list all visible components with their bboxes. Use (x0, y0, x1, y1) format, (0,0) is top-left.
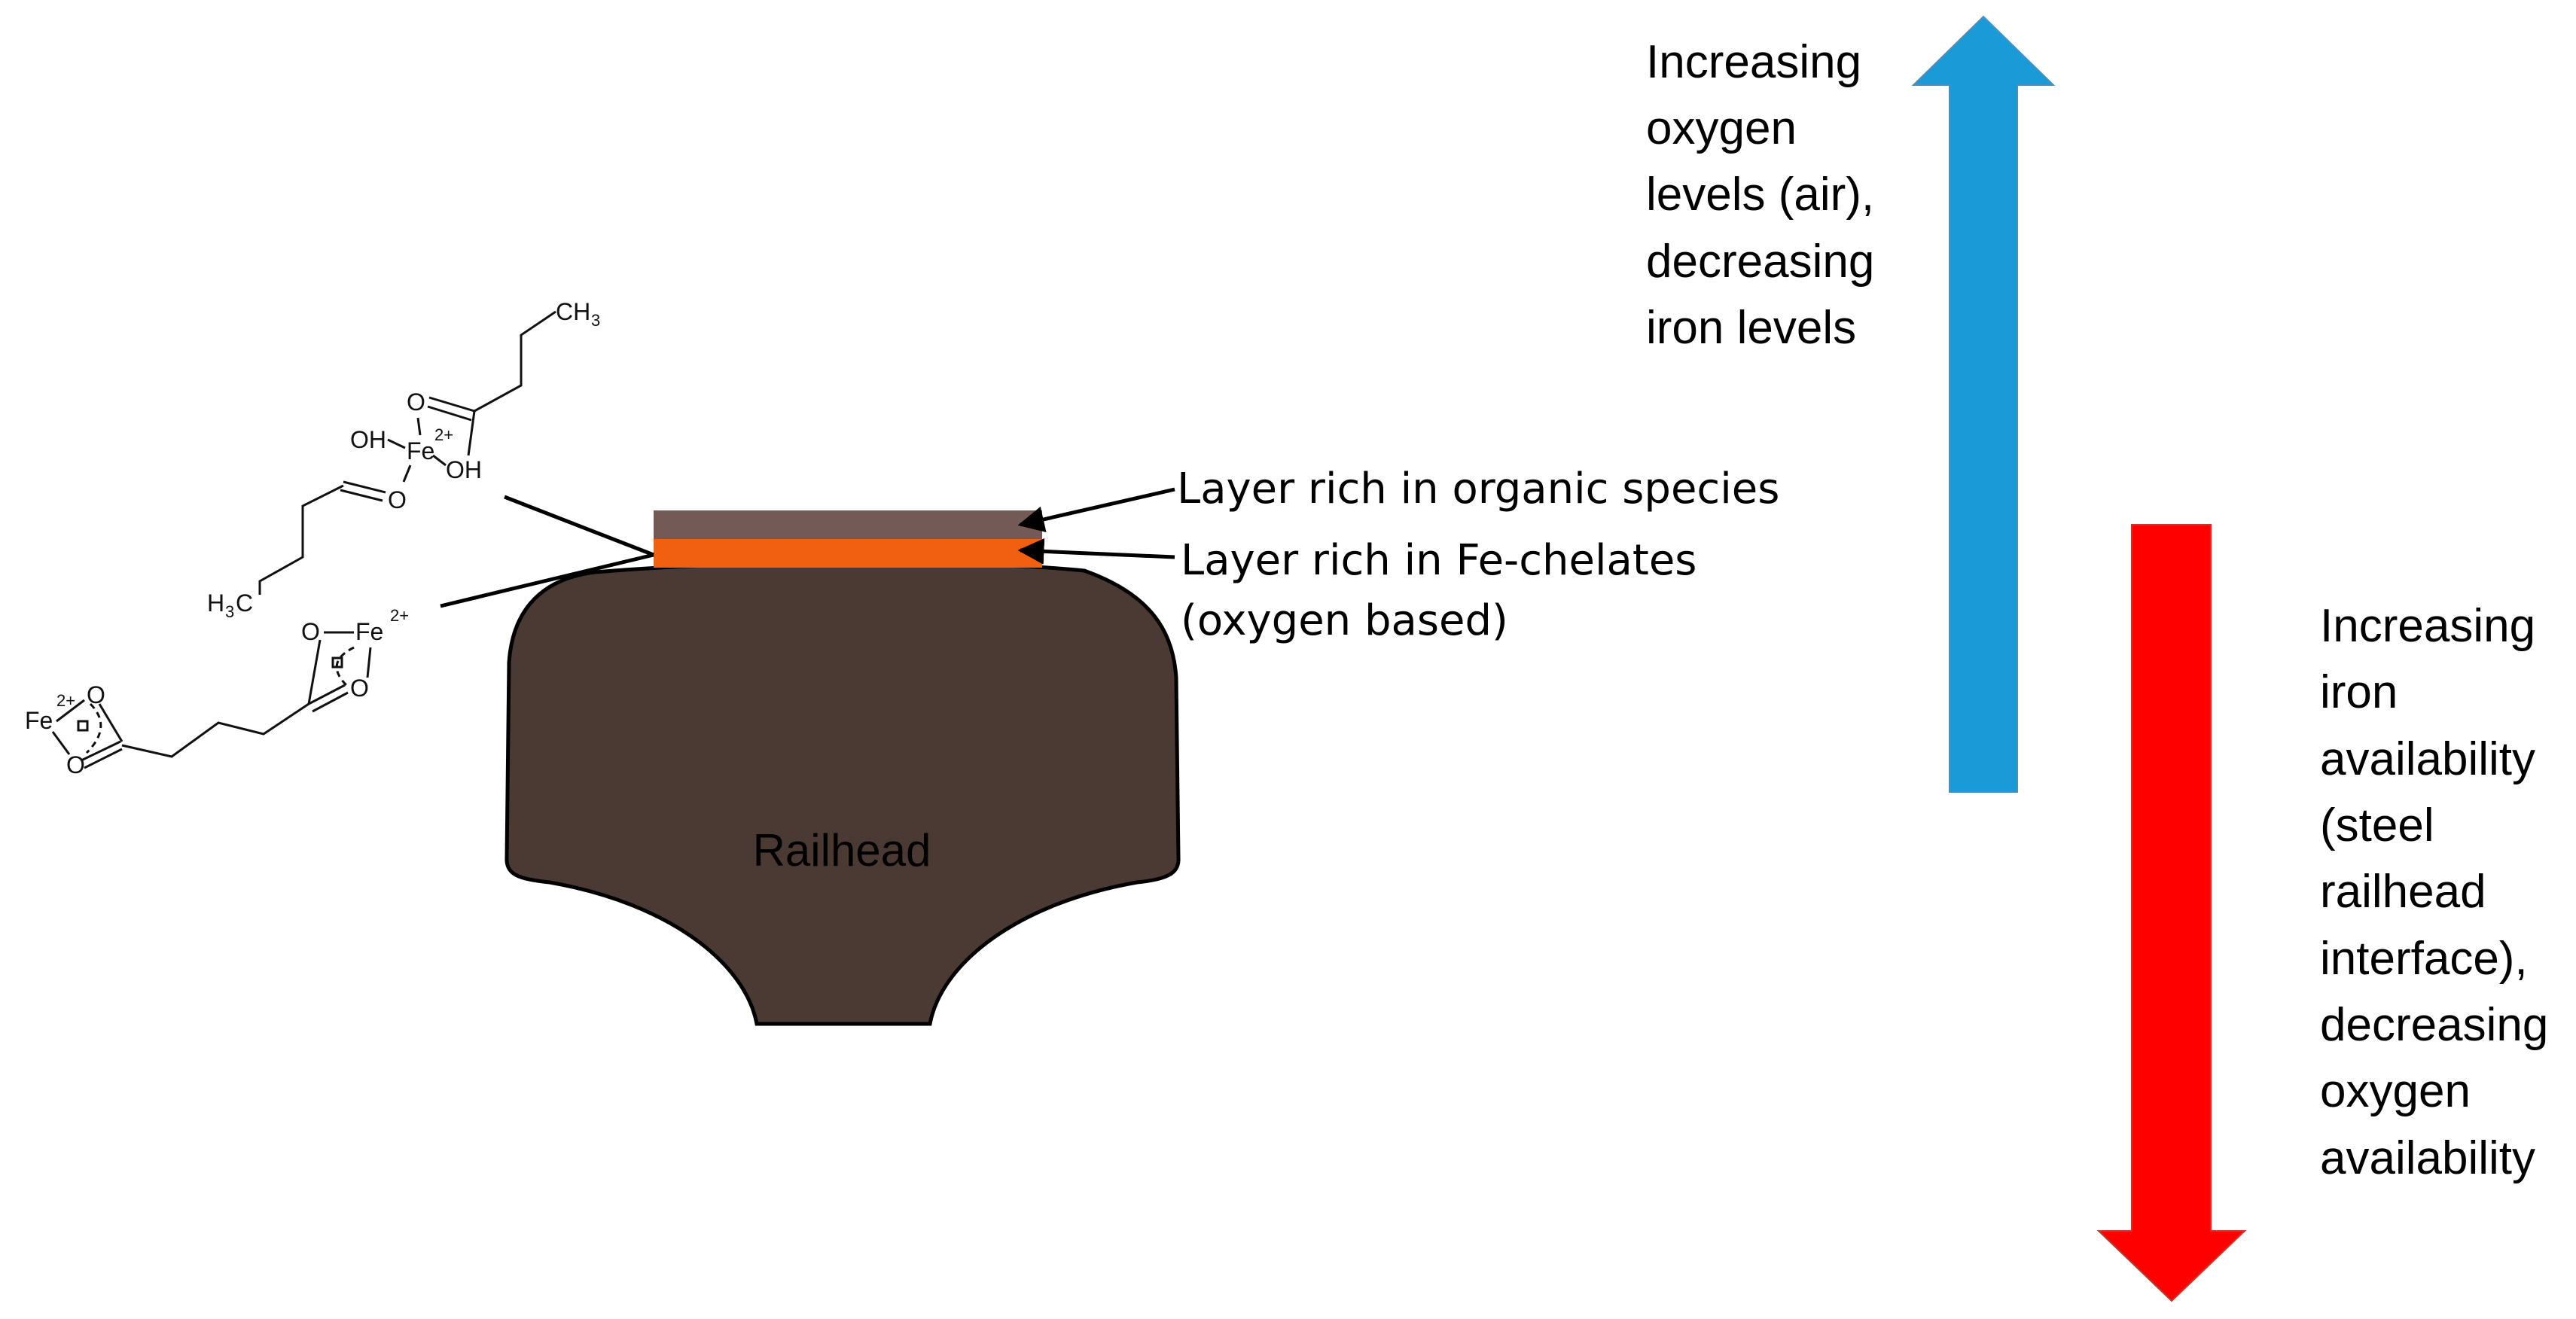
svg-text:Fe: Fe (407, 437, 434, 465)
svg-text:Increasing: Increasing (1646, 36, 1861, 88)
svg-text:Fe: Fe (25, 707, 53, 734)
svg-text:Fe: Fe (355, 618, 383, 645)
svg-text:O: O (87, 681, 105, 708)
svg-text:oxygen: oxygen (2320, 1065, 2471, 1117)
svg-text:availability: availability (2320, 1132, 2535, 1184)
fe-chelate-layer (654, 539, 1042, 568)
organic-layer-label: Layer rich in organic species (1177, 465, 1779, 513)
bottom-complex-connector (440, 553, 654, 608)
chelate-layer-pointer (1017, 538, 1175, 565)
svg-text:iron levels: iron levels (1646, 302, 1856, 354)
red-down-arrow (2096, 524, 2247, 1302)
top-complex-connector (504, 495, 654, 557)
svg-text:Increasing: Increasing (2320, 600, 2535, 652)
chelate-layer-label-line1: Layer rich in Fe-chelates (1181, 536, 1697, 585)
svg-text:O: O (388, 486, 407, 513)
svg-text:O: O (350, 675, 369, 702)
svg-text:2+: 2+ (390, 606, 409, 625)
svg-text:2+: 2+ (56, 691, 75, 710)
red-arrow-caption: Increasing iron availability (steel rail… (2320, 600, 2548, 1184)
svg-text:oxygen: oxygen (1646, 102, 1797, 154)
svg-text:OH: OH (350, 426, 386, 453)
blue-arrow-caption: Increasing oxygen levels (air), decreasi… (1646, 36, 1874, 354)
railhead-shape (505, 560, 1181, 1026)
bottom-fe-complex-structure: Fe 2+ O O O O Fe 2+ (25, 606, 409, 778)
top-fe-complex-structure: CH 3 O OH Fe 2+ OH O H 3 C (207, 298, 600, 621)
svg-text:iron: iron (2320, 666, 2398, 718)
svg-text:H: H (207, 589, 224, 617)
svg-text:3: 3 (591, 311, 600, 330)
svg-text:3: 3 (225, 602, 234, 621)
svg-text:O: O (301, 618, 320, 645)
svg-text:(steel: (steel (2320, 800, 2434, 851)
railhead-label: Railhead (753, 825, 931, 876)
organic-species-layer (654, 510, 1042, 539)
svg-text:availability: availability (2320, 733, 2535, 785)
svg-text:OH: OH (446, 456, 482, 483)
svg-text:railhead: railhead (2320, 866, 2486, 918)
svg-text:O: O (66, 751, 85, 778)
svg-text:O: O (407, 388, 425, 416)
svg-text:CH: CH (556, 298, 590, 325)
organic-layer-pointer (1017, 487, 1175, 533)
chelate-layer-label-line2: (oxygen based) (1181, 596, 1508, 645)
blue-up-arrow (1911, 15, 2056, 793)
svg-text:interface),: interface), (2320, 933, 2528, 985)
svg-text:2+: 2+ (434, 425, 453, 444)
svg-text:C: C (236, 589, 253, 617)
svg-text:levels (air),: levels (air), (1646, 169, 1874, 221)
svg-text:decreasing: decreasing (2320, 999, 2548, 1051)
svg-text:decreasing: decreasing (1646, 236, 1874, 288)
